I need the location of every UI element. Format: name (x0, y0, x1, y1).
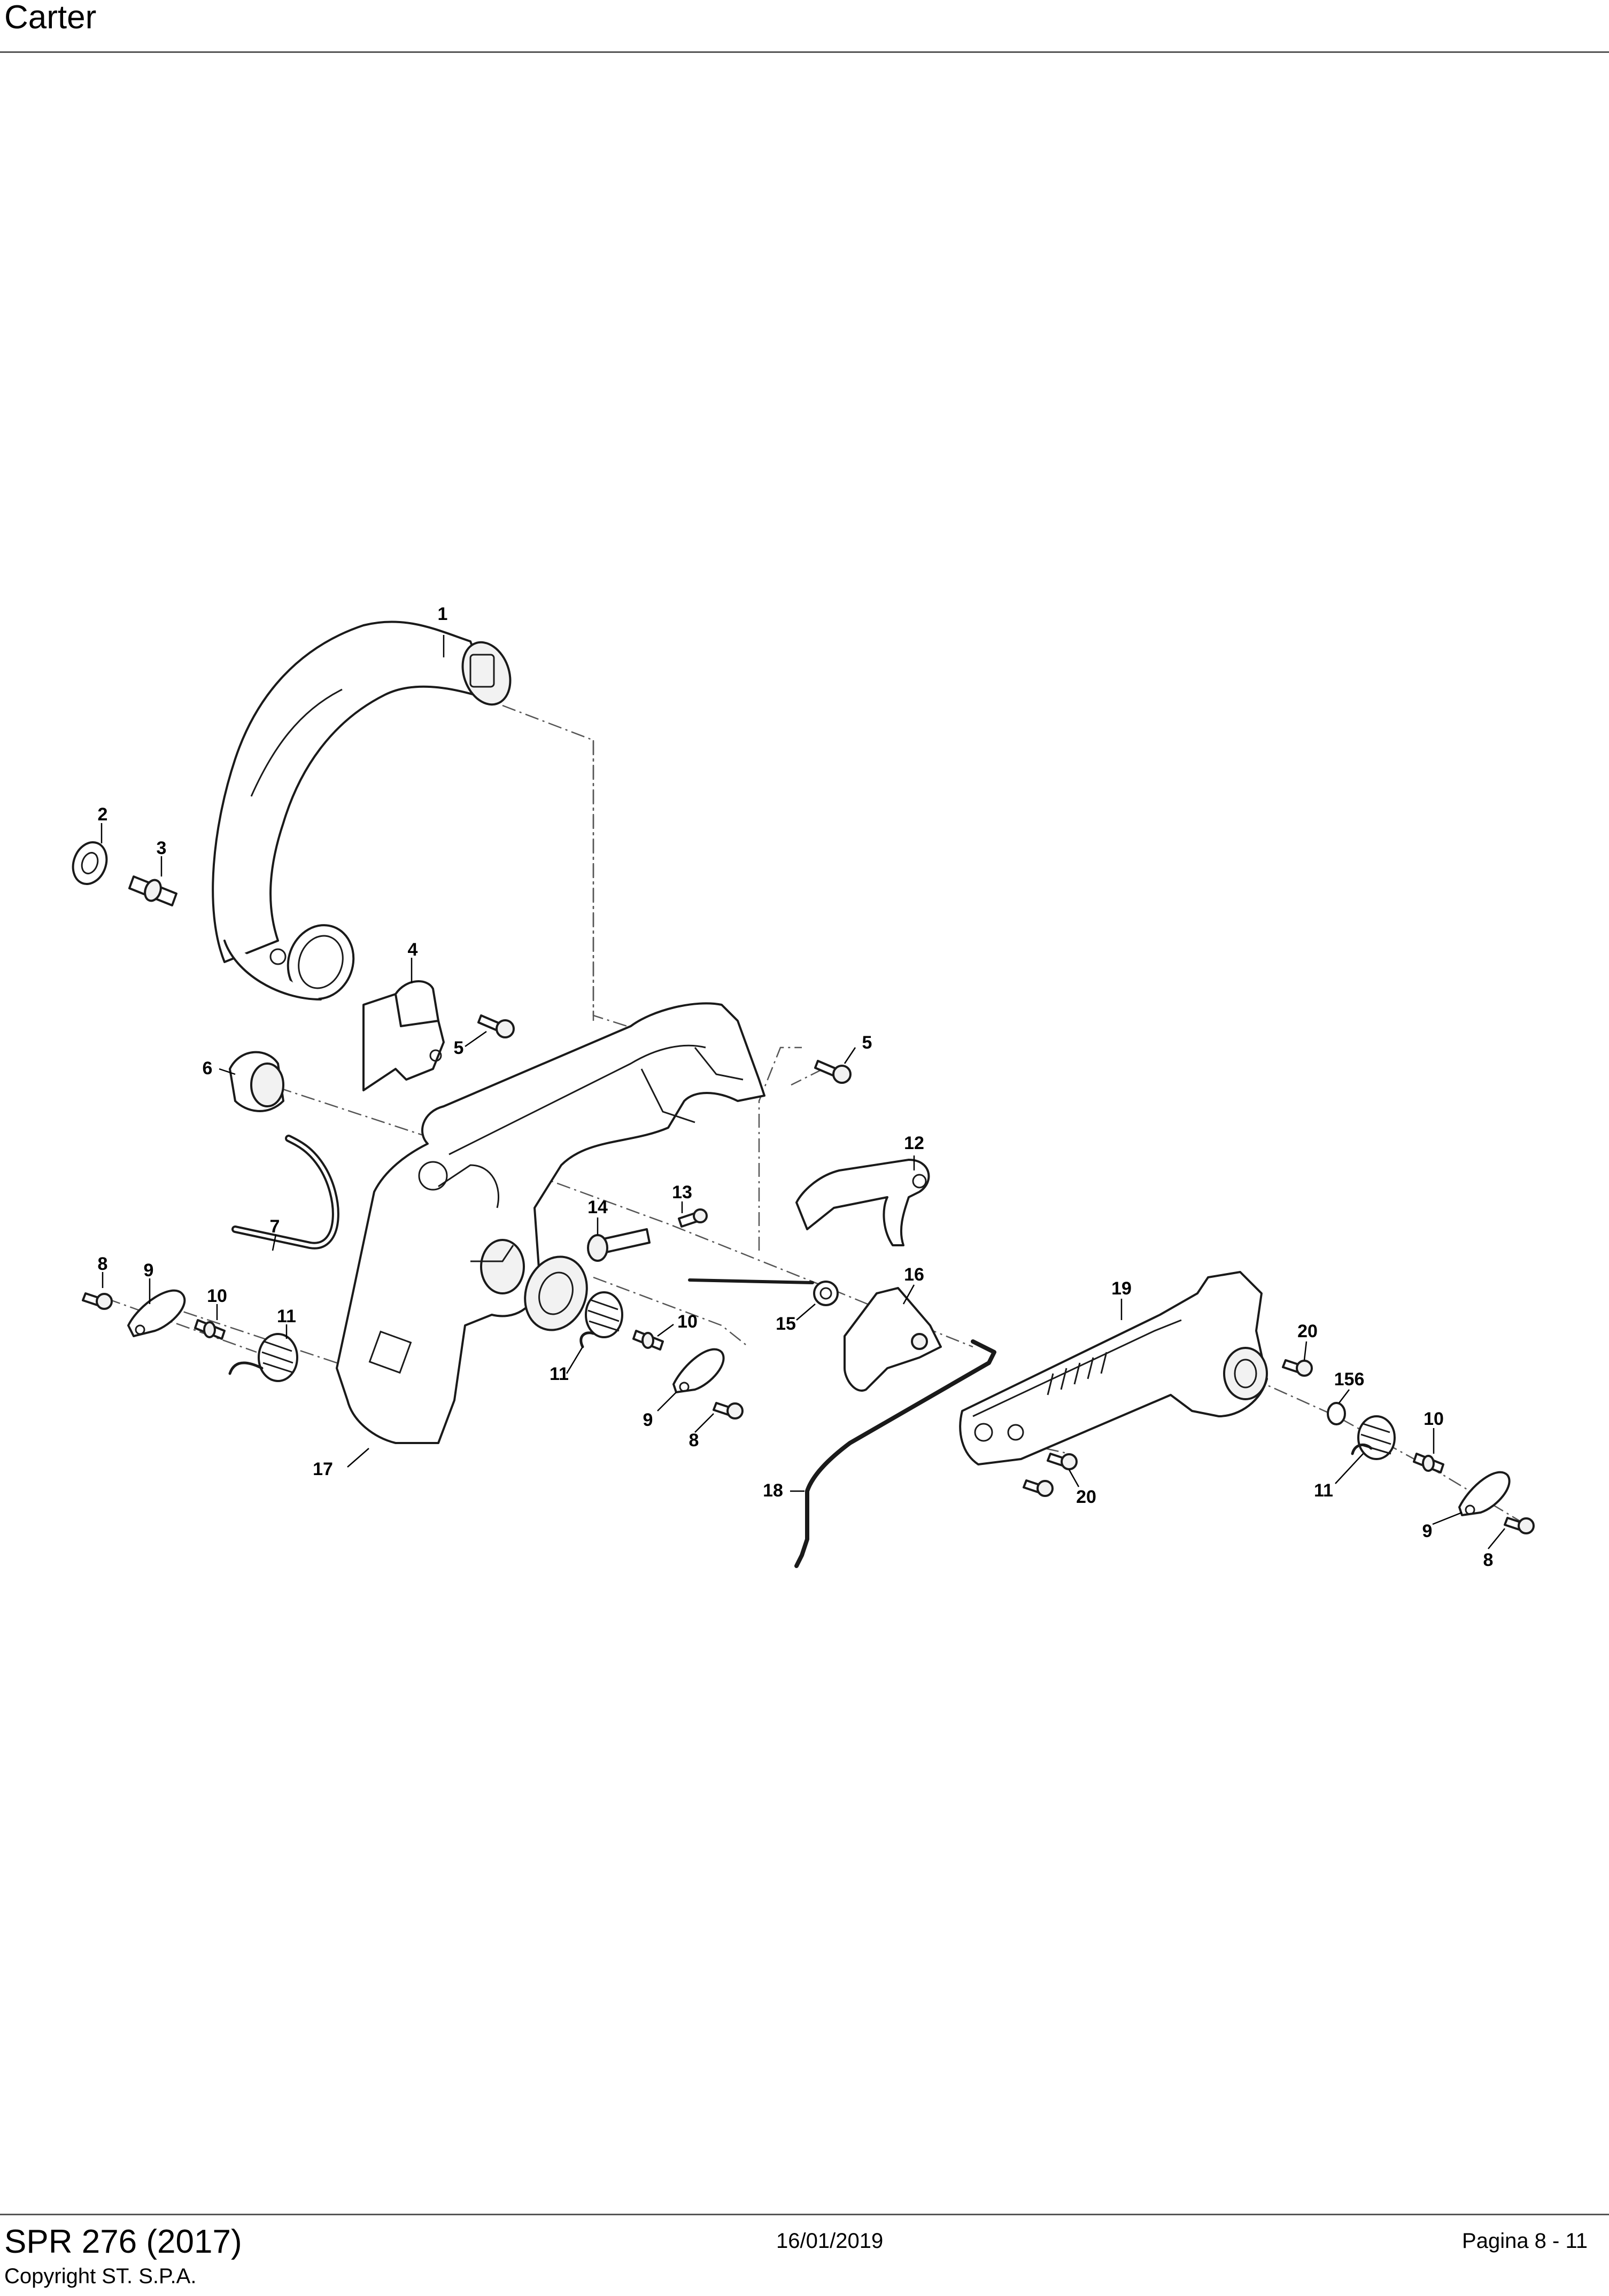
callout-11c: 11 (1314, 1480, 1333, 1501)
part-9-plate-b (672, 1348, 725, 1393)
header-divider (0, 51, 1609, 53)
copyright-text: Copyright ST. S.P.A. (4, 2264, 197, 2288)
part-5-screw-a (477, 1014, 515, 1038)
part-11-spring-b (579, 1291, 623, 1348)
callout-3: 4 (408, 940, 418, 960)
callout-6: 6 (203, 1058, 213, 1079)
part-9-plate-a (127, 1289, 186, 1337)
leader-lines (100, 635, 1505, 1549)
part-16-trigger (844, 1287, 942, 1392)
part-1-washer (72, 841, 108, 885)
callout-10c: 10 (1424, 1409, 1444, 1429)
part-10-pin-b (632, 1330, 664, 1351)
callout-9c: 9 (1422, 1521, 1433, 1541)
part-4-front-handle (212, 620, 512, 1000)
callout-20a: 20 (1297, 1321, 1318, 1341)
part-18-rod (794, 1339, 996, 1568)
callout-9a: 9 (144, 1260, 154, 1281)
callout-16: 16 (904, 1265, 924, 1285)
callout-10a: 10 (207, 1286, 227, 1306)
part-8-screw-a (82, 1292, 113, 1310)
callout-14: 14 (587, 1197, 608, 1217)
part-20-screw-c (1023, 1479, 1054, 1497)
callout-1: 2 (98, 804, 108, 825)
callout-10b: 10 (677, 1312, 698, 1332)
page-title: Carter (4, 0, 97, 36)
part-156-washer (1327, 1402, 1346, 1425)
callout-156: 156 (1334, 1369, 1365, 1390)
part-7-hose (231, 1135, 339, 1250)
document-date: 16/01/2019 (776, 2229, 884, 2253)
callout-5a: 5 (454, 1038, 464, 1058)
model-name: SPR 276 (2017) (4, 2223, 242, 2260)
part-12-lever (795, 1159, 930, 1246)
callout-15: 15 (776, 1314, 796, 1334)
callout-labels: 1 2 3 4 5 5 6 7 8 9 10 11 12 13 14 10 11… (98, 604, 1494, 1570)
callout-12: 12 (904, 1133, 924, 1153)
callout-13: 13 (672, 1182, 692, 1203)
part-8-screw-b (713, 1402, 744, 1420)
part-6-bushing (229, 1051, 284, 1112)
callout-8c: 8 (1483, 1550, 1494, 1570)
callout-9b: 9 (643, 1410, 653, 1430)
part-19-rear-handle (959, 1271, 1268, 1465)
grip-ridges (1047, 1352, 1108, 1395)
assembly-lines (106, 704, 1524, 1524)
part-17-main-housing (336, 1002, 765, 1444)
part-8-screw-c (1504, 1517, 1535, 1534)
part-11-spring-a (228, 1333, 298, 1382)
part-2-stud (128, 875, 177, 906)
callout-4: 1 (438, 604, 448, 624)
callout-8a: 8 (98, 1254, 108, 1274)
part-10-pin-a (194, 1319, 226, 1340)
callout-8b: 8 (689, 1430, 699, 1450)
part-20-screw-b (1047, 1453, 1078, 1470)
callout-5b: 5 (862, 1033, 872, 1053)
callout-19: 19 (1111, 1278, 1132, 1299)
part-13-screw (678, 1208, 708, 1228)
part-15-clip (688, 1278, 839, 1306)
part-14-pin (587, 1228, 651, 1262)
callout-20b: 20 (1076, 1487, 1096, 1507)
callout-18: 18 (763, 1480, 783, 1501)
page-number: Pagina 8 - 11 (1462, 2229, 1588, 2253)
callout-2: 3 (157, 838, 167, 858)
part-20-screw-a (1282, 1359, 1313, 1377)
part-10-pin-c (1413, 1453, 1444, 1473)
callout-17: 17 (313, 1459, 333, 1479)
part-5-screw-b (814, 1060, 852, 1084)
callout-11b: 11 (550, 1364, 569, 1384)
part-11-spring-c (1351, 1415, 1396, 1460)
part-3-bracket (362, 980, 445, 1091)
footer-divider (0, 2214, 1609, 2215)
callout-11a: 11 (277, 1306, 296, 1327)
callout-7: 7 (270, 1216, 280, 1237)
part-9-plate-c (1458, 1471, 1511, 1516)
